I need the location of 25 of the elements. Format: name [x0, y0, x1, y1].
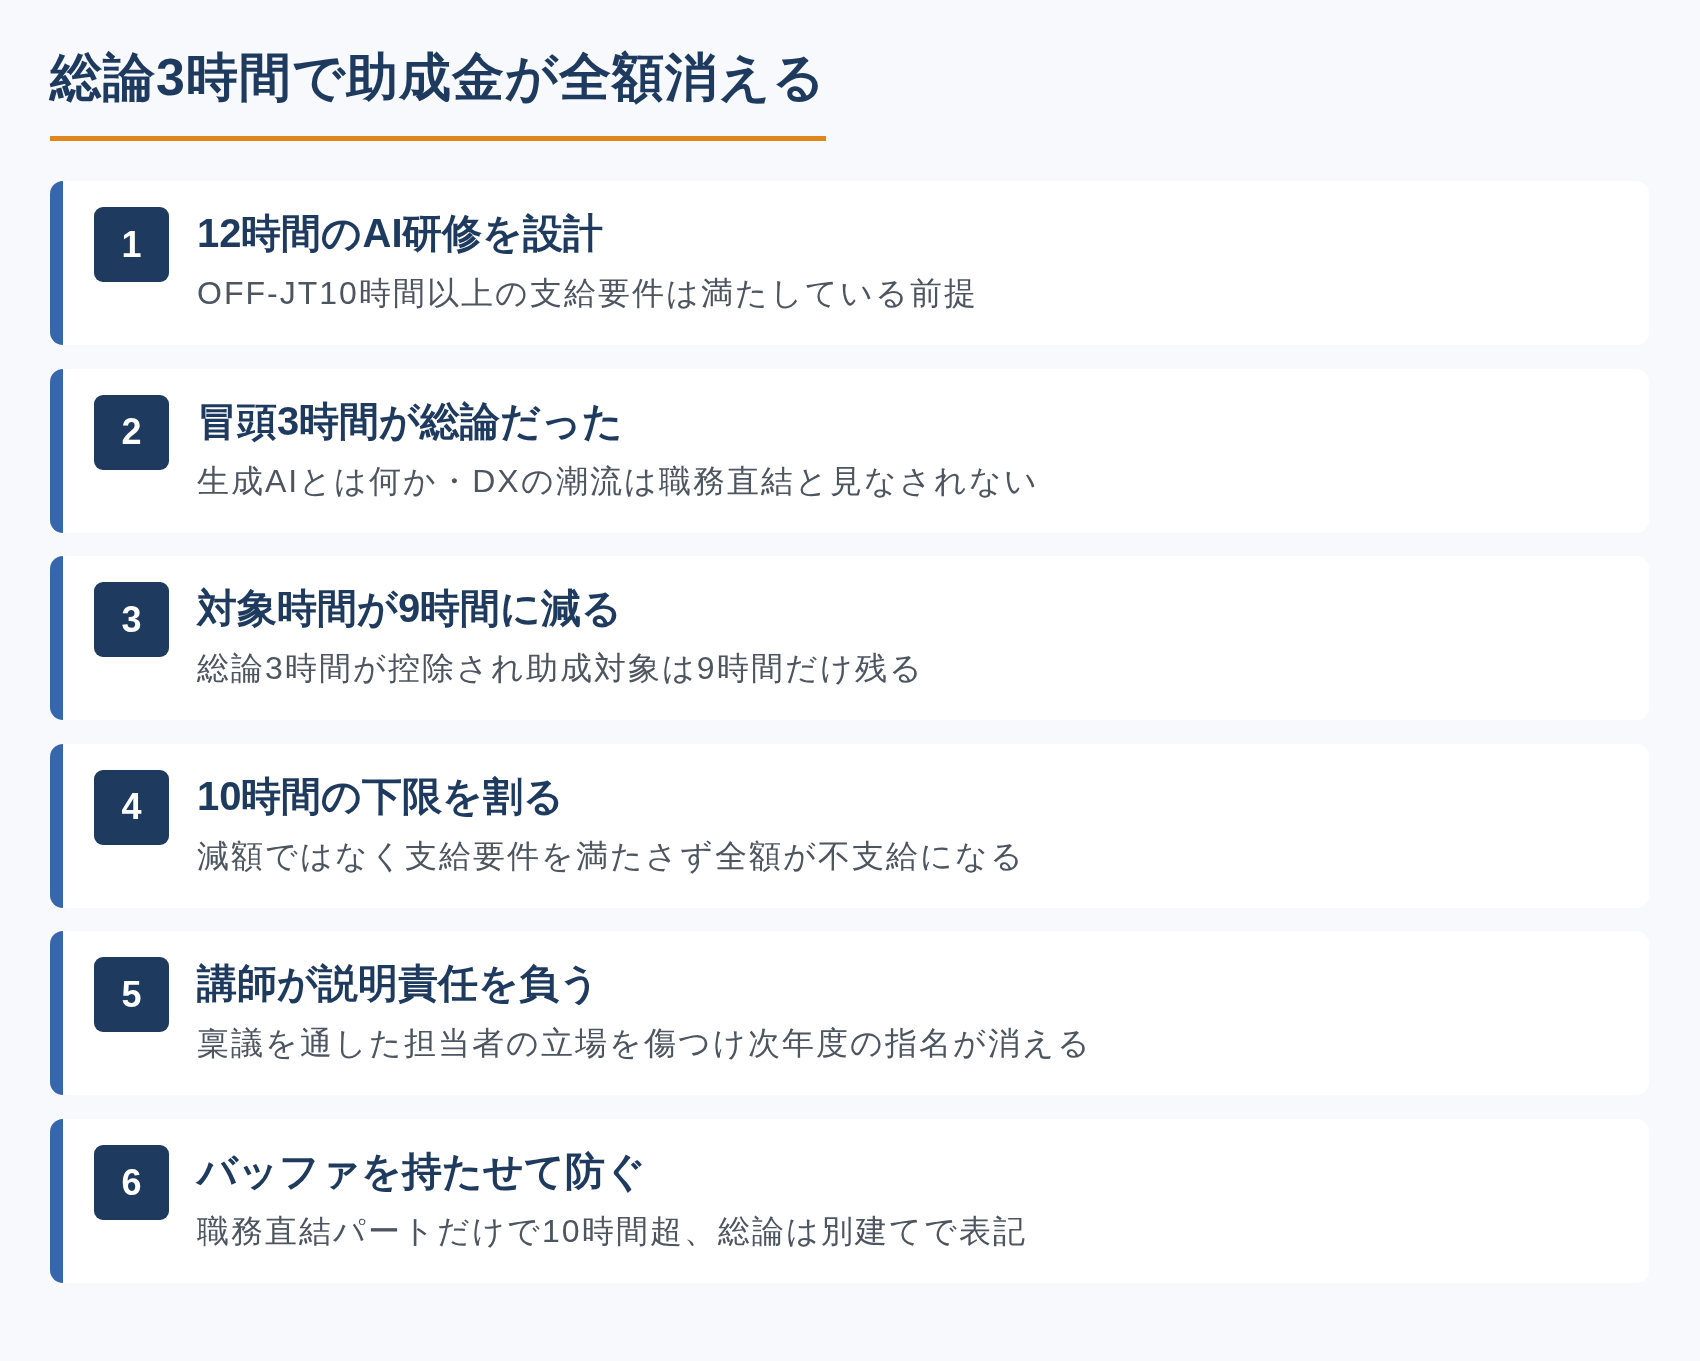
- number-badge: 6: [94, 1145, 169, 1220]
- step-card: [50, 931, 1649, 1096]
- step-description: OFF-JT10時間以上の支給要件は満たしている前提: [197, 274, 978, 313]
- step-heading: 12時間のAI研修を設計: [197, 210, 604, 257]
- step-card: [50, 368, 1649, 533]
- number-badge: 4: [94, 769, 169, 845]
- step-description: 職務直結パートだけで10時間超、総論は別建てで表記: [197, 1212, 1027, 1251]
- step-description: 総論3時間が控除され助成対象は9時間だけ残る: [197, 649, 924, 689]
- step-description: 生成AIとは何か・DXの潮流は職務直結と見なされない: [197, 461, 1039, 501]
- step-description: 減額ではなく支給要件を満たさず全額が不支給になる: [197, 836, 1025, 876]
- step-heading: バッファを持たせて防ぐ: [197, 1148, 646, 1195]
- number-badge: 5: [94, 957, 169, 1033]
- number-badge: 2: [94, 394, 169, 470]
- number-badge: 1: [94, 207, 169, 282]
- step-card: [50, 1119, 1649, 1283]
- step-card: [50, 743, 1649, 908]
- step-card: [50, 556, 1649, 721]
- number-badge: 3: [94, 582, 169, 658]
- step-heading: 冒頭3時間が総論だった: [197, 397, 624, 445]
- step-card: [50, 181, 1649, 345]
- title: 総論3時間で助成金が全額消える: [50, 47, 826, 108]
- step-heading: 講師が説明責任を負う: [197, 960, 600, 1008]
- step-heading: 対象時間が9時間に減る: [197, 585, 623, 633]
- step-heading: 10時間の下限を割る: [197, 772, 565, 820]
- step-description: 稟議を通した担当者の立場を傷つけ次年度の指名が消える: [197, 1024, 1092, 1064]
